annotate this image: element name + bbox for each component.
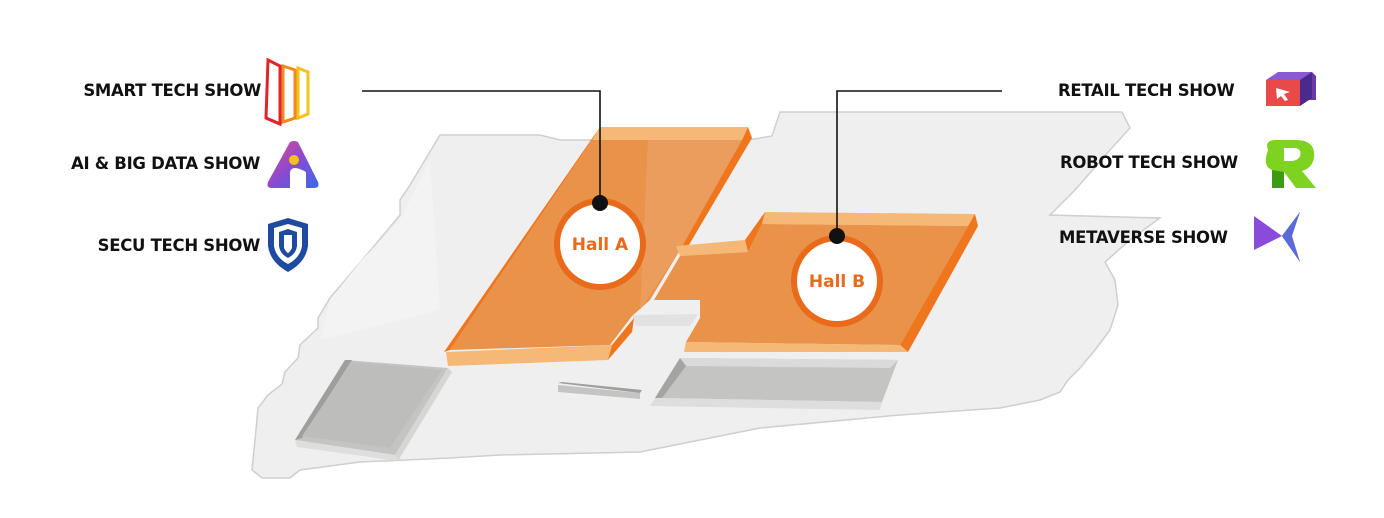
block-small xyxy=(558,382,642,399)
robot-tech-r-icon xyxy=(1265,140,1316,188)
hall-a-label: Hall A xyxy=(572,235,629,255)
retail-tech-cube-icon xyxy=(1266,72,1316,106)
show-label-ai-big-data[interactable]: AI & BIG DATA SHOW xyxy=(71,154,260,173)
hall-b-label: Hall B xyxy=(809,272,865,292)
show-label-smart-tech[interactable]: SMART TECH SHOW xyxy=(83,81,261,100)
secu-tech-shield-icon xyxy=(268,218,308,272)
show-label-robot-tech[interactable]: ROBOT TECH SHOW xyxy=(1060,153,1238,172)
hall-b-marker[interactable]: Hall B xyxy=(791,228,883,327)
show-label-retail-tech[interactable]: RETAIL TECH SHOW xyxy=(1058,81,1235,100)
hall-b-dot xyxy=(829,228,845,244)
smart-tech-logo-icon xyxy=(264,57,310,127)
metaverse-logo-icon xyxy=(1254,212,1300,262)
hall-a-leader-line xyxy=(362,90,601,203)
connector-notch xyxy=(632,314,698,326)
hall-a-dot xyxy=(592,195,608,211)
venue-floor-inner xyxy=(320,160,440,340)
hall-connector xyxy=(676,240,748,256)
show-label-secu-tech[interactable]: SECU TECH SHOW xyxy=(97,236,261,255)
block-center xyxy=(650,358,898,410)
show-label-metaverse[interactable]: METAVERSE SHOW xyxy=(1059,228,1228,247)
block-left xyxy=(295,360,452,461)
hall-a-marker[interactable]: Hall A xyxy=(554,195,646,290)
hall-b-leader-line xyxy=(836,90,1002,236)
ai-big-data-logo-icon xyxy=(267,141,319,188)
